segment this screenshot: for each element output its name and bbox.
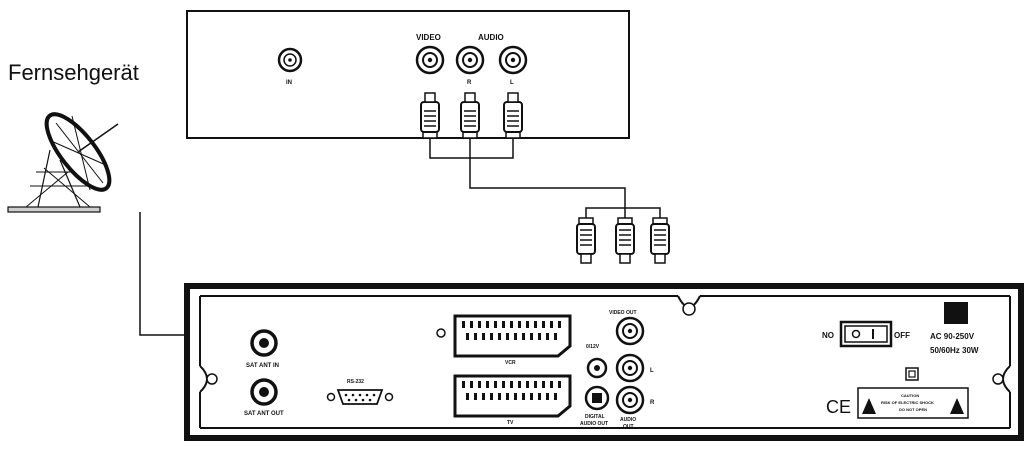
mount-hole-left xyxy=(206,373,218,385)
switch-off-label: OFF xyxy=(894,331,910,340)
tv-in-label: IN xyxy=(286,80,292,86)
scart-tv-label: TV xyxy=(507,420,514,426)
receiver-plug-3 xyxy=(650,217,670,264)
power-label-1: AC 90-250V xyxy=(930,332,975,341)
sat-ant-in-label: SAT ANT IN xyxy=(246,363,279,369)
sat-ant-in-jack xyxy=(250,329,278,357)
audio-r-jack xyxy=(615,385,645,415)
audio-r-label: R xyxy=(650,400,655,406)
tv-audio-label: AUDIO xyxy=(478,33,504,42)
video-out-label: VIDEO OUT xyxy=(609,310,637,316)
tv-video-label: VIDEO xyxy=(416,33,441,42)
rs232-port xyxy=(326,389,394,405)
mount-hole-top xyxy=(682,302,696,316)
power-label-2: 50/60Hz 30W xyxy=(930,346,979,355)
tv-audio-r-jack xyxy=(455,45,485,75)
scart-vcr-label: VCR xyxy=(505,360,516,366)
caution-text-1: CAUTION xyxy=(901,393,919,398)
receiver-rear-panel: SAT ANT IN SAT ANT OUT RS-232 VCR xyxy=(184,283,1024,441)
digital-audio-out-label-1: DIGITAL xyxy=(585,414,605,420)
video-out-jack xyxy=(615,316,645,346)
satellite-dish xyxy=(7,112,119,213)
caution-text-3: DO NOT OPEN xyxy=(899,407,927,412)
tv-rear-panel: IN VIDEO AUDIO R L xyxy=(186,10,630,139)
caution-label: CAUTION RISK OF ELECTRIC SHOCK DO NOT OP… xyxy=(857,387,969,419)
audio-out-label-1: AUDIO xyxy=(620,417,636,423)
ce-mark: CE xyxy=(826,397,851,417)
tv-audio-l-jack xyxy=(498,45,528,75)
audio-l-label: L xyxy=(650,368,654,374)
v12-label: 0/12V xyxy=(586,344,600,350)
digital-audio-out-jack xyxy=(584,385,610,411)
audio-out-label-2: OUT xyxy=(623,424,634,430)
receiver-plug-2 xyxy=(615,217,635,264)
sat-ant-out-label: SAT ANT OUT xyxy=(244,411,284,417)
scart-tv-port xyxy=(453,374,572,418)
av-cable xyxy=(429,138,661,218)
audio-l-jack xyxy=(615,353,645,383)
rs232-label: RS-232 xyxy=(347,379,364,385)
power-cord-inlet xyxy=(944,302,968,324)
caption: Fernsehgerät xyxy=(8,60,139,85)
caution-text-2: RISK OF ELECTRIC SHOCK xyxy=(881,400,934,405)
switch-no-label: NO xyxy=(822,331,834,340)
tv-l-label: L xyxy=(510,80,514,86)
tv-video-jack xyxy=(415,45,445,75)
v12-jack xyxy=(586,357,608,379)
digital-audio-out-label-2: AUDIO OUT xyxy=(580,421,608,427)
power-switch xyxy=(839,320,893,348)
double-insulation-icon xyxy=(905,367,919,381)
tv-r-label: R xyxy=(467,80,472,86)
receiver-plug-1 xyxy=(576,217,596,264)
sat-ant-out-jack xyxy=(250,378,278,406)
mount-hole-right xyxy=(992,373,1004,385)
scart-vcr-port xyxy=(453,314,572,358)
tv-antenna-in-jack xyxy=(277,47,303,73)
